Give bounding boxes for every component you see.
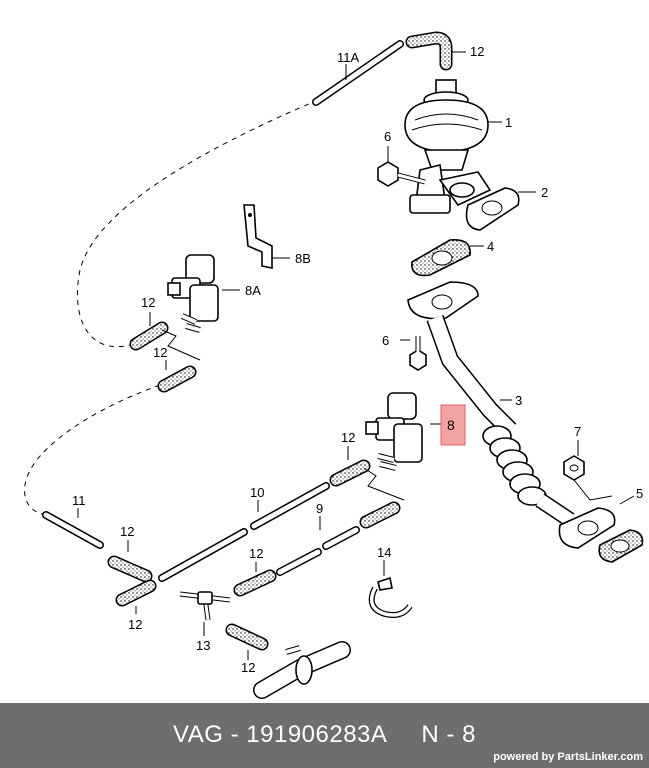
label-12-b3: 12 [249,546,263,561]
label-3: 3 [515,393,522,408]
hose-12-b2 [115,579,157,607]
hose-clamp-14 [368,576,413,618]
label-12-b2: 12 [128,617,142,632]
vacuum-route-lower [24,384,161,516]
label-6-lower: 6 [382,333,389,348]
label-4: 4 [487,239,494,254]
solenoid-valve-8a [167,254,219,333]
label-12-b4: 12 [241,660,255,675]
label-8a: 8A [245,283,261,298]
label-13: 13 [196,638,210,653]
bolt-6-lower [409,336,427,371]
label-9: 9 [316,501,323,516]
part-info: VAG - 191906283A N - 8 [0,721,649,749]
bolt-6-top [377,161,426,187]
egr-pipe-3 [407,281,616,549]
vacuum-connector [253,641,351,699]
label-12-mid: 12 [341,430,355,445]
hose-11 [42,511,104,549]
solenoid-valve-8 [365,392,423,471]
label-14: 14 [377,545,391,560]
gasket-2 [465,187,520,231]
label-8: 8 [447,417,455,433]
hose-12-b4 [225,623,269,651]
vacuum-route-upper [76,99,319,348]
label-7: 7 [574,424,581,439]
nut-7 [563,455,585,481]
hose-12-mid-upper [329,459,371,487]
reference-number: N - 8 [421,721,476,748]
connector-line-a [161,329,201,361]
label-10: 10 [250,485,264,500]
label-8b: 8B [295,251,311,266]
powered-by-link[interactable]: powered by PartsLinker.com [493,751,643,763]
hose-10 [158,482,330,582]
gasket-5 [598,529,644,563]
label-11a: 11A [337,50,359,65]
label-1: 1 [505,115,512,130]
label-11: 11 [72,493,86,508]
hose-9 [276,526,360,576]
hose-11a [312,40,404,106]
leader-lines [77,51,635,660]
label-2: 2 [541,185,548,200]
hose-12-mid-lower [359,501,401,529]
hose-12-left-lower [157,365,197,393]
hose-12-left-upper [129,321,169,351]
parts-diagram: 11A 12 1 6 2 4 8B 8A 6 3 8 7 5 12 12 12 … [24,31,644,699]
t-piece-13 [179,591,231,621]
egr-valve [404,79,492,214]
gasket-4 [411,238,471,277]
label-12-left-lower: 12 [153,345,167,360]
part-labels: 11A 12 1 6 2 4 8B 8A 6 3 8 7 5 12 12 12 … [72,44,643,675]
part-number: VAG - 191906283A [173,721,388,748]
label-12-top: 12 [470,44,484,59]
label-6-top: 6 [384,129,391,144]
bracket-8b [243,204,273,269]
connector-line-b [363,467,405,501]
hose-12-b3 [233,569,277,597]
footer-bar: VAG - 191906283A N - 8 powered by PartsLi… [0,703,649,768]
label-12-b1: 12 [120,524,134,539]
hose-12-b1 [107,555,153,583]
label-5: 5 [636,486,643,501]
hose-12-top [405,31,453,71]
label-12-left-upper: 12 [141,295,155,310]
highlight-box-8 [440,404,466,446]
